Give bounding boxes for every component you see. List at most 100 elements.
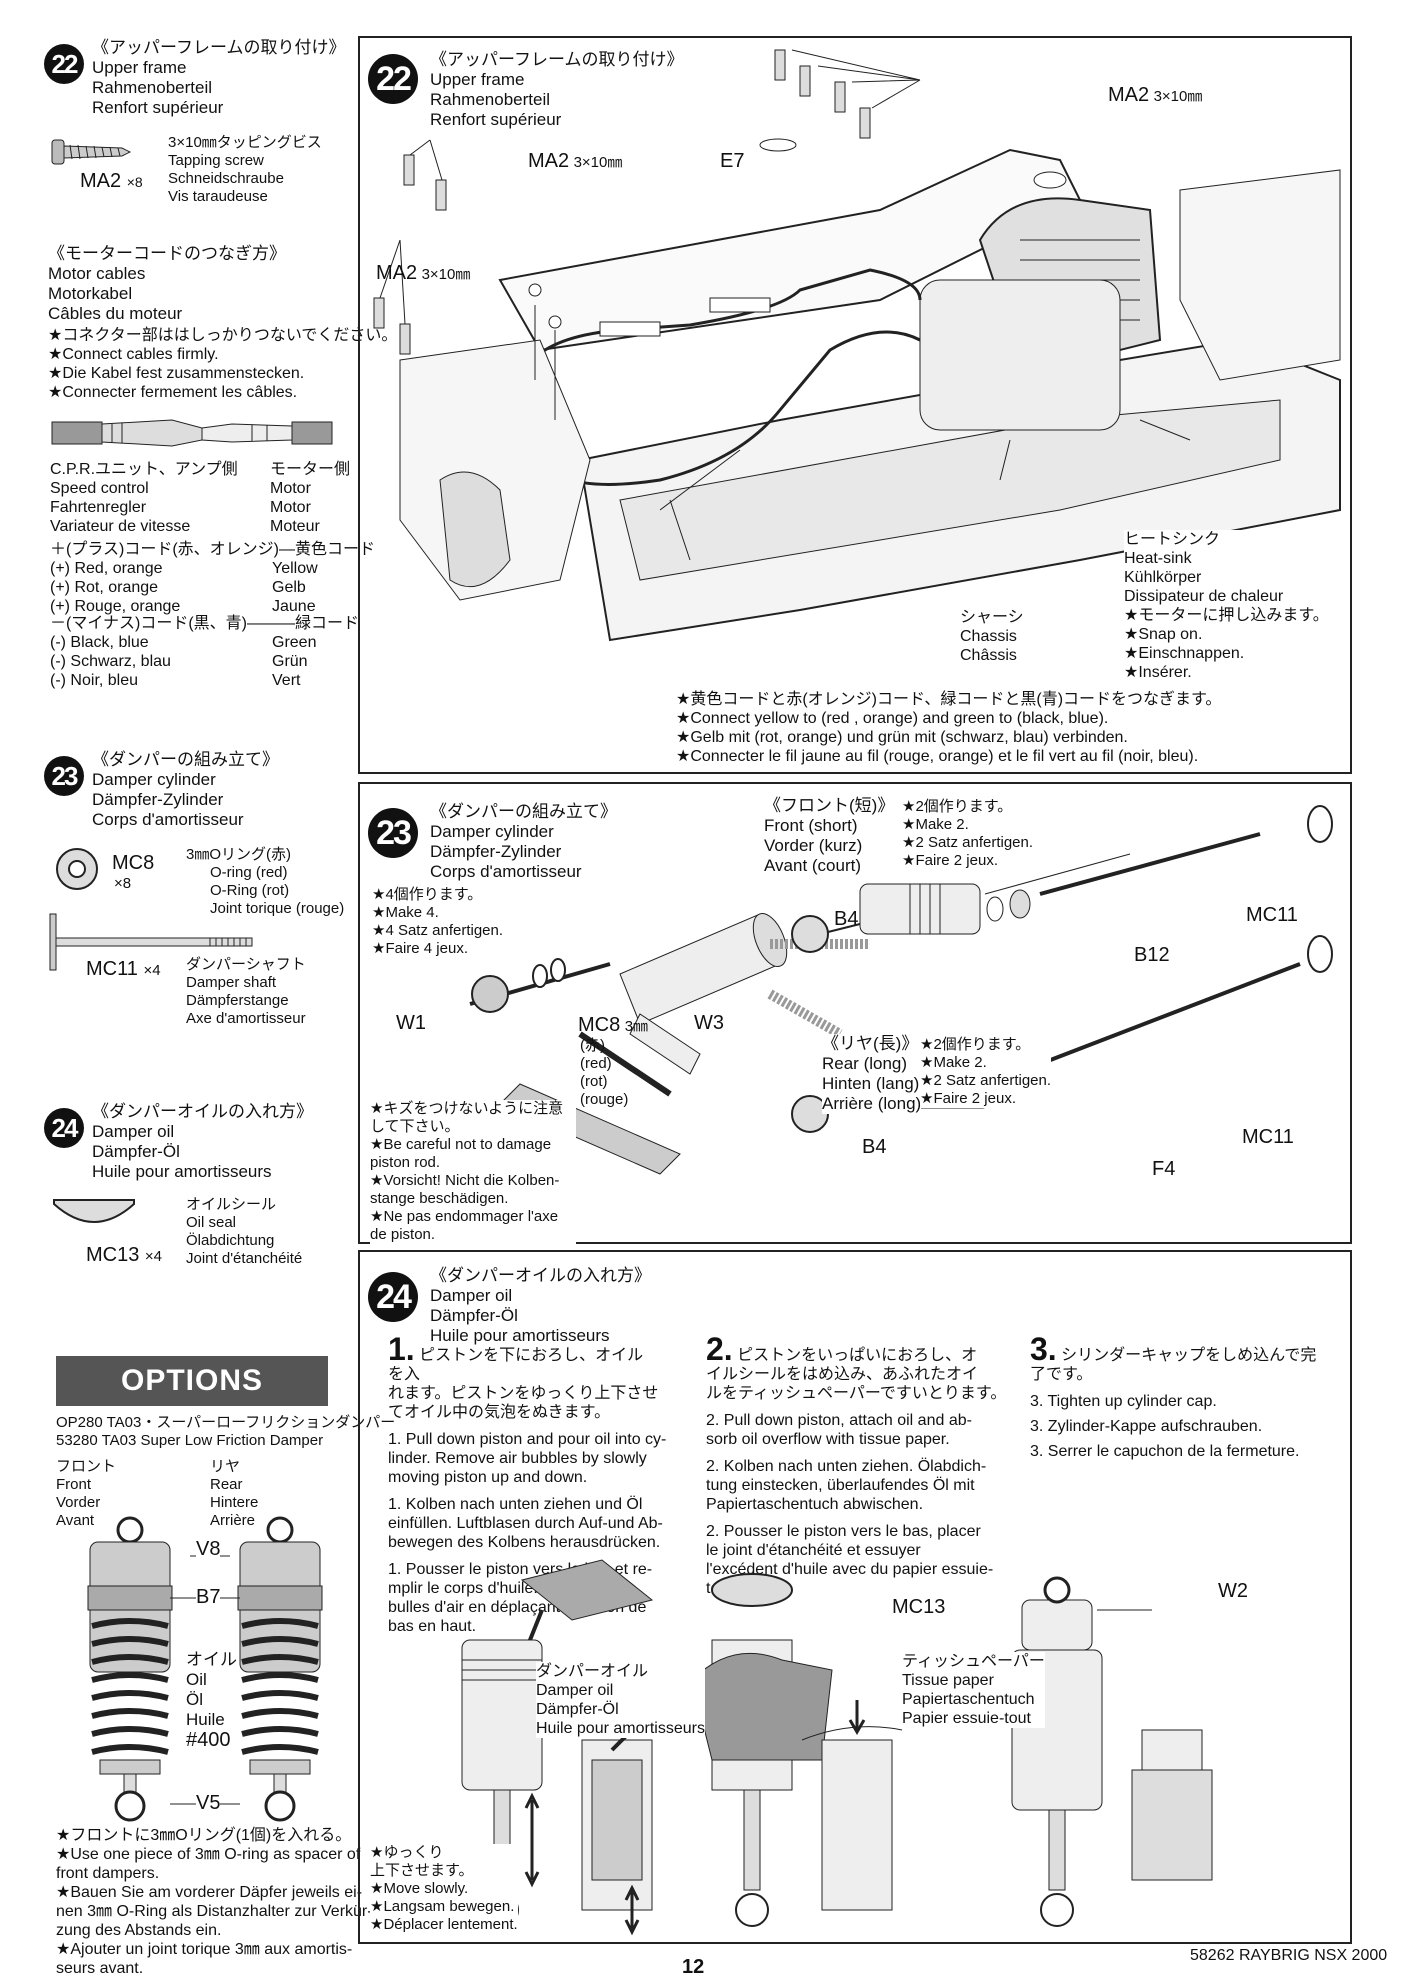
- label: Kühlkörper: [1124, 569, 1202, 586]
- step-title-fr: Corps d'amortisseur: [430, 862, 582, 881]
- text: 2. Pull down piston, attach oil and ab-: [706, 1412, 972, 1429]
- part-code-text: MC13: [86, 1244, 140, 1266]
- label: シャーシ: [960, 609, 1024, 626]
- note: ★4個作ります。: [372, 886, 483, 903]
- label: ★モーターに押し込みます。: [1124, 607, 1329, 624]
- label: Papiertaschentuch: [902, 1691, 1035, 1708]
- note: 上下させます。: [370, 1862, 474, 1879]
- part-fr: Joint d'étanchéité: [186, 1250, 303, 1267]
- model-footer: 58262 RAYBRIG NSX 2000: [1190, 1947, 1388, 1964]
- step-header: 《アッパーフレームの取り付け》 Upper frame Rahmenoberte…: [92, 38, 345, 118]
- note: ★Faire 4 jeux.: [372, 940, 468, 957]
- step-header: 《ダンパーの組み立て》 Damper cylinder Dämpfer-Zyli…: [92, 750, 279, 830]
- label: Dämpfer-Öl: [536, 1701, 619, 1718]
- note: ★Connect cables firmly.: [48, 346, 219, 363]
- wire-connect-notes: ★黄色コードと赤(オレンジ)コード、緑コードと黒(青)コードをつなぎます。 ★C…: [676, 690, 1222, 766]
- label: (rouge): [580, 1091, 629, 1108]
- motor-de: Motorkabel: [48, 284, 133, 303]
- label: Vert: [272, 672, 301, 689]
- step-title-en: Damper cylinder: [430, 822, 554, 841]
- note: nen 3㎜ O-Ring als Distanzhalter zur Verk…: [56, 1903, 373, 1920]
- label: Papier essuie-tout: [902, 1710, 1031, 1727]
- label: Tissue paper: [902, 1672, 994, 1689]
- part-de: Dämpferstange: [186, 992, 289, 1009]
- part-code-text: MC11: [86, 958, 138, 980]
- step-header: 《アッパーフレームの取り付け》 Upper frame Rahmenoberte…: [430, 50, 683, 130]
- step-number: 2.: [706, 1331, 733, 1367]
- step-title-jp: 《ダンパーオイルの入れ方》: [430, 1266, 651, 1285]
- motor-fr: Câbles du moteur: [48, 304, 183, 323]
- part-mc11-label-rear: MC11: [1242, 1126, 1294, 1149]
- step-title-fr: Huile pour amortisseurs: [92, 1162, 272, 1181]
- part-w2-label: W2: [1218, 1580, 1248, 1603]
- label: Dissipateur de chaleur: [1124, 588, 1284, 605]
- label: ダンパーオイル: [536, 1663, 649, 1680]
- step-number: 3.: [1030, 1331, 1057, 1367]
- label: モーター側: [270, 461, 351, 478]
- label: Front (short): [764, 816, 858, 835]
- label: (+) Rouge, orange: [50, 598, 181, 615]
- label: #400: [186, 1729, 231, 1751]
- note: ★黄色コードと赤(オレンジ)コード、緑コードと黒(青)コードをつなぎます。: [676, 691, 1222, 708]
- step-header: 《ダンパーの組み立て》 Damper cylinder Dämpfer-Zyli…: [430, 802, 617, 882]
- label: (-) Black, blue: [50, 634, 149, 651]
- label: Grün: [272, 653, 308, 670]
- step-title-jp: 《アッパーフレームの取り付け》: [430, 50, 684, 69]
- step-title-en: Damper cylinder: [92, 770, 216, 789]
- label: Speed control: [50, 480, 149, 497]
- part-code: MC11 ×4: [86, 958, 161, 981]
- text: 1. Pousser le piston vers le bas et re-: [388, 1561, 653, 1578]
- instruction-step-3: 3. シリンダーキャップをしめ込んで完 了です。 3. Tighten up c…: [1030, 1333, 1330, 1461]
- step-title-de: Dämpfer-Zylinder: [430, 842, 562, 861]
- note: ★Déplacer lentement.: [370, 1916, 518, 1933]
- part-v5: V5: [196, 1792, 221, 1815]
- note: ★Connecter fermement les câbles.: [48, 384, 298, 401]
- text: 2. Pousser le piston vers le bas, placer: [706, 1523, 981, 1540]
- text: 3. Tighten up cylinder cap.: [1030, 1393, 1217, 1410]
- label: リヤ: [210, 1458, 241, 1475]
- text: sorb oil overflow with tissue paper.: [706, 1431, 950, 1448]
- label: C.P.R.ユニット、アンプ側: [50, 461, 238, 478]
- note: ★Faire 2 jeux.: [902, 852, 998, 869]
- step-title-fr: Renfort supérieur: [92, 98, 224, 117]
- ma2-label-left: MA2 3×10㎜: [376, 262, 470, 285]
- text: tung einstecken, überlaufendes Öl mit: [706, 1477, 975, 1494]
- text: moving piston up and down.: [388, 1469, 588, 1486]
- text: 3. Zylinder-Kappe aufschrauben.: [1030, 1418, 1263, 1435]
- part-mc11-label: MC11: [1246, 904, 1298, 926]
- label: ヒートシンク: [1124, 531, 1221, 548]
- text: bas en haut.: [388, 1618, 477, 1635]
- part-e7-label: E7: [720, 150, 745, 172]
- label: 《リヤ(長)》: [822, 1034, 919, 1053]
- text: イルシールをはめ込み、あふれたオイ: [706, 1366, 979, 1383]
- note: zung des Abstands ein.: [56, 1922, 222, 1939]
- part-jp: ダンパーシャフト: [186, 956, 306, 973]
- text: 了です。: [1030, 1366, 1093, 1383]
- page-number: 12: [682, 1956, 705, 1978]
- label: Avant (court): [764, 856, 862, 875]
- part-qty: ×4: [143, 962, 161, 979]
- note: ★Ajouter un joint torique 3㎜ aux amortis…: [56, 1941, 353, 1958]
- label: (rot): [580, 1073, 608, 1090]
- label: Rear (long): [822, 1054, 908, 1073]
- step-title-de: Dämpfer-Zylinder: [92, 790, 224, 809]
- step-title-en: Damper oil: [92, 1122, 175, 1141]
- part-mc8-label: MC8 3㎜ (赤) (red) (rot) (rouge): [578, 1014, 648, 1109]
- make-4-note: ★4個作ります。 ★Make 4. ★4 Satz anfertigen. ★F…: [372, 886, 503, 958]
- label: ★Snap on.: [1124, 626, 1203, 643]
- part-fr: Joint torique (rouge): [210, 900, 345, 917]
- label: ★Insérer.: [1124, 664, 1192, 681]
- step-number-badge: 24: [368, 1272, 418, 1322]
- chassis-assembly-illustration: [373, 49, 1341, 642]
- note: front dampers.: [56, 1865, 160, 1882]
- label: (-) Noir, bleu: [50, 672, 139, 689]
- note: ★Ne pas endommager l'axe: [370, 1208, 559, 1225]
- label: Rear: [210, 1476, 243, 1493]
- note: de piston.: [370, 1226, 436, 1243]
- oil-label: オイル Oil Öl Huile #400: [186, 1650, 237, 1750]
- part-fr: Axe d'amortisseur: [186, 1010, 306, 1027]
- text: einfüllen. Luftblasen durch Auf-und Ab-: [388, 1515, 663, 1532]
- motor-side-label: モーター側 Motor Motor Moteur: [270, 460, 350, 536]
- step-title-fr: Renfort supérieur: [430, 110, 562, 129]
- option-notes: ★フロントに3㎜Oリング(1個)を入れる。 ★Use one piece of …: [56, 1826, 373, 1978]
